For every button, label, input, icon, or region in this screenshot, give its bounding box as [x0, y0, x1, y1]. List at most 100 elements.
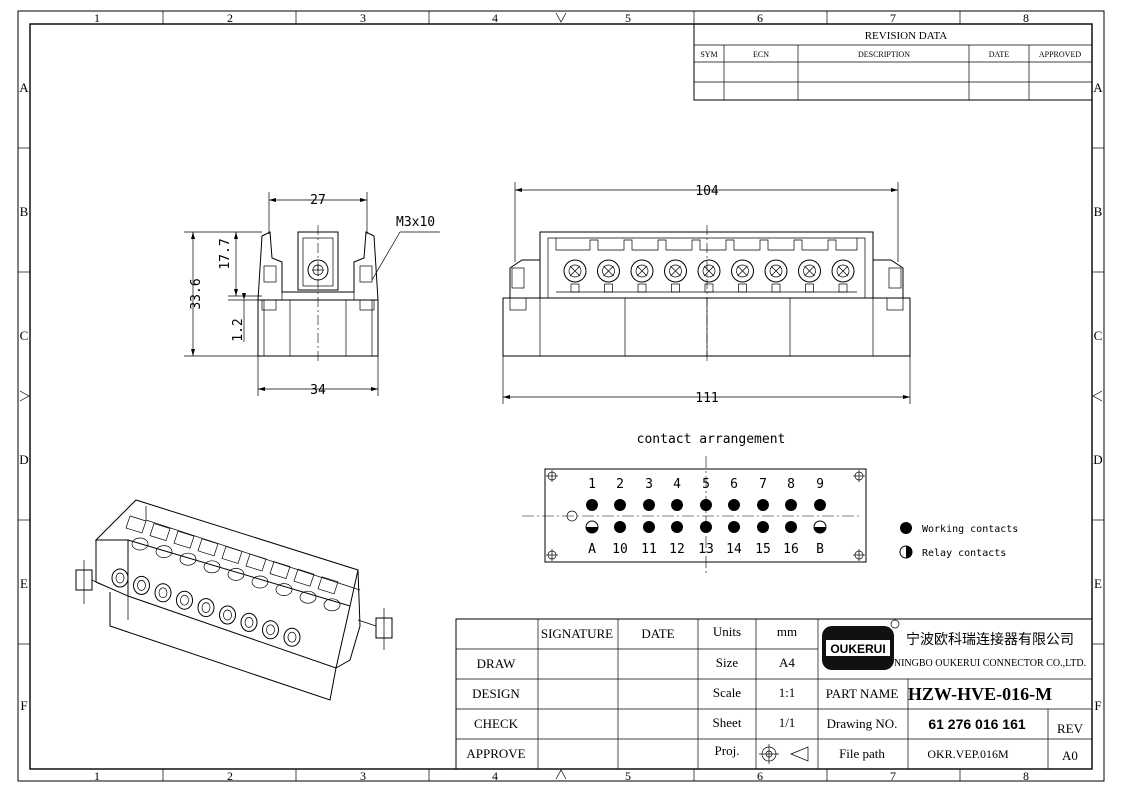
oukerui-logo: OUKERUI — [822, 619, 900, 670]
iso-contact-pin — [180, 594, 189, 606]
rev-label: REV — [1057, 721, 1084, 736]
iso-contact-ring — [176, 590, 193, 610]
row-label: B — [20, 204, 29, 219]
front-contact-mark — [603, 265, 614, 277]
contact-label: 11 — [641, 542, 657, 557]
iso-cavity — [131, 537, 149, 551]
dim-label-1-2: 1.2 — [231, 318, 246, 341]
front-contact-ring — [764, 259, 788, 283]
front-contact-pin — [602, 264, 615, 278]
working-contact-dot — [614, 499, 626, 511]
iso-contact-ring — [219, 605, 236, 625]
col-label: 8 — [1023, 11, 1029, 25]
contact-label: 2 — [616, 477, 624, 492]
front-contact-ring — [664, 259, 687, 283]
contact-arrangement — [522, 456, 867, 576]
front-contact-base — [704, 283, 714, 293]
col-label: 5 — [625, 11, 631, 25]
front-contact-mark — [569, 265, 581, 277]
iso-slot — [197, 538, 219, 557]
iso-cavity — [155, 545, 173, 558]
contact-label: 14 — [726, 542, 742, 557]
iso-contact-pin — [223, 609, 232, 621]
front-contact-pin — [669, 264, 682, 278]
units-value: mm — [777, 624, 797, 639]
front-view — [502, 182, 911, 404]
iso-contact-pin — [115, 572, 125, 584]
side-view — [184, 192, 440, 396]
front-contact-pin — [769, 264, 783, 278]
front-contact-base — [738, 283, 747, 293]
rev-value: A0 — [1062, 748, 1078, 763]
col-label: 6 — [757, 769, 763, 783]
revision-table: REVISION DATA SYM ECN DESCRIPTION DATE A… — [693, 23, 1093, 101]
row-label: E — [20, 576, 28, 591]
iso-cavity — [323, 598, 341, 612]
working-contact-dot — [643, 521, 655, 533]
col-label: 4 — [492, 11, 498, 25]
units-label: Units — [713, 624, 741, 639]
row-design: DESIGN — [472, 686, 520, 701]
front-contact-mark — [737, 265, 748, 277]
col-label: 3 — [360, 769, 366, 783]
contact-label: 8 — [787, 477, 795, 492]
dim-label-27: 27 — [310, 193, 326, 208]
proj-label: Proj. — [715, 743, 740, 758]
revision-header: DESCRIPTION — [858, 50, 910, 59]
col-label: 7 — [890, 11, 896, 25]
row-label: D — [19, 452, 28, 467]
front-contact-mark — [703, 265, 715, 277]
iso-slot — [245, 553, 267, 572]
center-marks — [19, 12, 1103, 780]
iso-contact-ring — [111, 568, 129, 588]
front-contact-pin — [803, 264, 816, 278]
logo-text: OUKERUI — [830, 642, 885, 656]
iso-slot — [221, 545, 243, 564]
iso-slot — [149, 523, 171, 542]
front-contact-mark — [670, 265, 681, 277]
contact-label: 3 — [645, 477, 653, 492]
legend-working: Working contacts — [922, 524, 1018, 535]
iso-contact-pin — [201, 602, 211, 613]
row-check: CHECK — [474, 716, 519, 731]
contact-label: 6 — [730, 477, 738, 492]
contact-label: 9 — [816, 477, 824, 492]
row-draw: DRAW — [477, 656, 516, 671]
col-label: 1 — [94, 11, 100, 25]
col-label: 2 — [227, 769, 233, 783]
company-name-en: NINGBO OUKERUI CONNECTOR CO.,LTD. — [894, 658, 1086, 669]
dim-label-111: 111 — [695, 391, 718, 406]
iso-contact-ring — [262, 620, 279, 640]
front-contact-pin — [568, 264, 582, 278]
screw-label: M3x10 — [396, 215, 435, 230]
iso-contact-pin — [137, 580, 146, 591]
iso-cavity — [227, 568, 245, 581]
title-block — [455, 618, 1093, 770]
front-contact-base — [771, 283, 781, 293]
file-path-value: OKR.VEP.016M — [927, 747, 1009, 761]
working-contact-dot — [785, 521, 797, 533]
iso-contact-ring — [240, 612, 258, 632]
front-contact-base — [604, 283, 613, 293]
dim-label-17-7: 17.7 — [218, 238, 233, 269]
revision-header: APPROVED — [1039, 50, 1081, 59]
row-label: F — [20, 698, 27, 713]
front-contact-pin — [836, 264, 850, 278]
front-contact-ring — [597, 259, 620, 283]
contact-label: 1 — [588, 477, 596, 492]
row-label: B — [1094, 204, 1103, 219]
iso-contact-pin — [266, 624, 275, 636]
sheet-label: Sheet — [713, 715, 742, 730]
col-label: 1 — [94, 769, 100, 783]
iso-slot — [125, 515, 147, 534]
contact-legend: Working contacts Relay contacts — [899, 522, 1018, 559]
iso-slots — [125, 515, 341, 612]
scale-label: Scale — [713, 685, 741, 700]
working-contact-dot — [785, 499, 797, 511]
working-contact-dot — [700, 499, 712, 511]
working-contact-dot — [728, 521, 740, 533]
iso-contact-ring — [283, 627, 301, 647]
iso-contact-pin — [158, 587, 168, 599]
front-contact-ring — [563, 259, 587, 283]
